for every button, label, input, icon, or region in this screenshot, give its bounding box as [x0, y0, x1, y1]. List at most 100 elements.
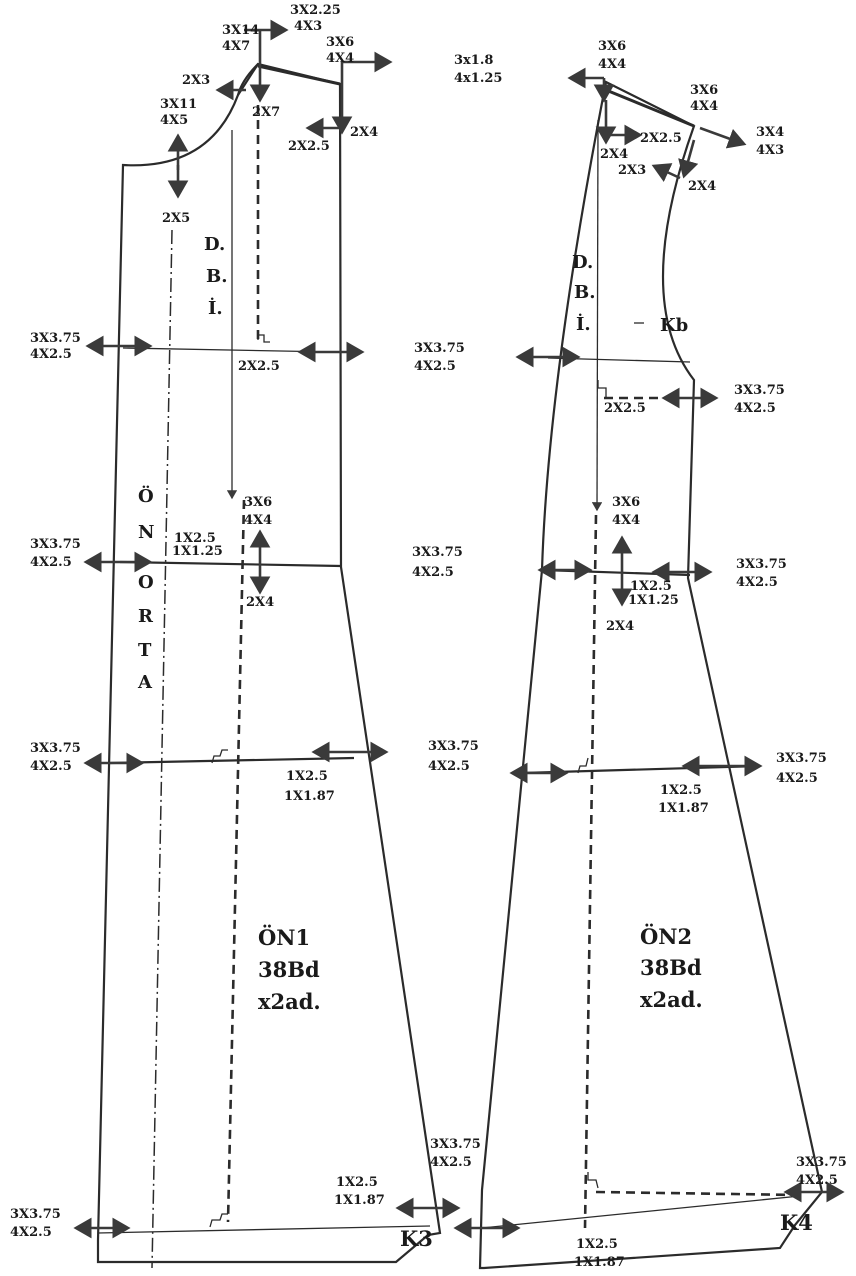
grade-label: 3X3.75: [30, 331, 81, 346]
kb-label: Kb: [660, 315, 688, 336]
grade-label: 3X11: [160, 97, 197, 112]
grade-label: 4X7: [222, 39, 250, 54]
grade-label: 1X2.5: [286, 769, 328, 784]
grade-label: 3X3.75: [734, 383, 785, 398]
on1-qty: x2ad.: [258, 989, 321, 1014]
grade-label: 3X3.75: [30, 537, 81, 552]
grade-label: 1X1.87: [284, 789, 335, 804]
grade-label: 4X4: [244, 513, 272, 528]
on1-corner: K3: [400, 1226, 433, 1251]
grade-label: 4X4: [326, 51, 354, 66]
grade-label: 3X3.75: [10, 1207, 61, 1222]
grade-label: 2X4: [606, 619, 634, 634]
grade-label: 4X2.5: [428, 759, 470, 774]
on2-size: 38Bd: [640, 955, 702, 980]
on1-waist-line: [119, 560, 342, 568]
grade-label: 4X2.5: [30, 347, 72, 362]
grade-label: 3X6: [690, 83, 718, 98]
grade-label: 4X3: [756, 143, 784, 158]
on2-grainline: [591, 119, 603, 512]
grade-label: 1X1.87: [574, 1255, 625, 1270]
grade-label: 3X4: [756, 125, 784, 140]
grade-label: 4X2.5: [736, 575, 778, 590]
dbi-d-right: D.: [572, 252, 593, 273]
grade-label: 2X3: [618, 163, 646, 178]
on1-dart-lower: [226, 499, 246, 1223]
on1-hip-line: [109, 756, 355, 765]
grade-label: 3X3.75: [412, 545, 463, 560]
grade-label: 3X6: [244, 495, 272, 510]
on1-hem-line: [97, 1225, 431, 1234]
grade-label: 1X2.5: [336, 1175, 378, 1190]
onorta-letter: A: [137, 672, 153, 693]
grade-label: 2X2.5: [238, 359, 280, 374]
grade-label: 1X2.5: [174, 531, 216, 546]
on2-notch-bust: [597, 380, 607, 398]
grade-label: 2X4: [600, 147, 628, 162]
grade-label: 4X2.5: [414, 359, 456, 374]
on1-size: 38Bd: [258, 957, 320, 982]
grade-label: 4X2.5: [776, 771, 818, 786]
grading-arrows: [73, 19, 845, 1239]
grade-label: 3X3.75: [776, 751, 827, 766]
on2-dart-lower: [583, 514, 598, 1229]
on1-notch-hem: [209, 1213, 228, 1228]
grade-label: 3X14: [222, 23, 259, 38]
grade-label: 2X4: [246, 595, 274, 610]
on2-outline: [478, 80, 824, 1270]
grade-label: 4X2.5: [30, 759, 72, 774]
grade-label: 4X4: [690, 99, 718, 114]
on2-name: ÖN2: [640, 924, 692, 949]
grade-label: 3X6: [612, 495, 640, 510]
on1-shoulder: [257, 64, 341, 86]
on1-center-front-line: [151, 229, 173, 1269]
grade-label: 2X4: [350, 125, 378, 140]
dbi-d-left: D.: [204, 234, 225, 255]
grade-label: 1X1.25: [628, 593, 679, 608]
grade-labels-on1: 3X14 4X7 3X2.25 4X3 3X6 4X4 2X3 2X7 3X11…: [10, 3, 481, 1240]
on2-notch-hem: [587, 1172, 599, 1189]
grade-label: 3X3.75: [428, 739, 479, 754]
onorta-letter: Ö: [138, 484, 154, 507]
grade-label: 4X2.5: [30, 555, 72, 570]
dbi-b-left: B.: [206, 266, 227, 287]
dbi-i-left: İ.: [208, 296, 223, 319]
grade-labels-on2: 3x1.8 4x1.25 3X6 4X4 3X6 4X4 3X4 4X3 2X2…: [412, 39, 847, 1270]
grade-label: 4X2.5: [10, 1225, 52, 1240]
grade-label: 4X4: [598, 57, 626, 72]
grade-label: 4X2.5: [430, 1155, 472, 1170]
onorta-letter: N: [138, 522, 154, 543]
grade-label: 2X2.5: [640, 131, 682, 146]
grade-label: 3X3.75: [430, 1137, 481, 1152]
grade-label: 1X1.87: [658, 801, 709, 816]
grade-label: 1X1.87: [334, 1193, 385, 1208]
on2-shoulder: [605, 88, 695, 128]
piece-on2: [478, 80, 824, 1270]
grade-label: 4x1.25: [454, 71, 502, 86]
arrow: [699, 126, 747, 149]
grade-label: 3X3.75: [736, 557, 787, 572]
grade-label: 4X2.5: [734, 401, 776, 416]
on2-hem-line: [481, 1195, 801, 1229]
dbi-i-right: İ.: [576, 312, 591, 335]
grade-label: 3X3.75: [796, 1155, 847, 1170]
piece-on1: [96, 62, 442, 1269]
grade-label: 2X2.5: [604, 401, 646, 416]
piece-labels: ÖN1 38Bd x2ad. K3 ÖN2 38Bd x2ad. K4 D. B…: [137, 234, 813, 1251]
on2-corner: K4: [780, 1210, 813, 1235]
arrow: [651, 163, 681, 182]
grade-label: 4X3: [294, 19, 322, 34]
dbi-b-right: B.: [574, 282, 595, 303]
grade-label: 1X2.5: [576, 1237, 618, 1252]
on1-outline: [96, 62, 442, 1264]
grade-label: 3X3.75: [414, 341, 465, 356]
onorta-letter: R: [138, 606, 154, 627]
grade-label: 3X6: [326, 35, 354, 50]
on1-notch-hip: [211, 749, 228, 764]
grade-label: 4X2.5: [796, 1173, 838, 1188]
grade-label: 2X5: [162, 211, 190, 226]
on2-qty: x2ad.: [640, 987, 703, 1012]
on2-hem-dash: [595, 1190, 801, 1197]
on1-name: ÖN1: [258, 925, 310, 950]
